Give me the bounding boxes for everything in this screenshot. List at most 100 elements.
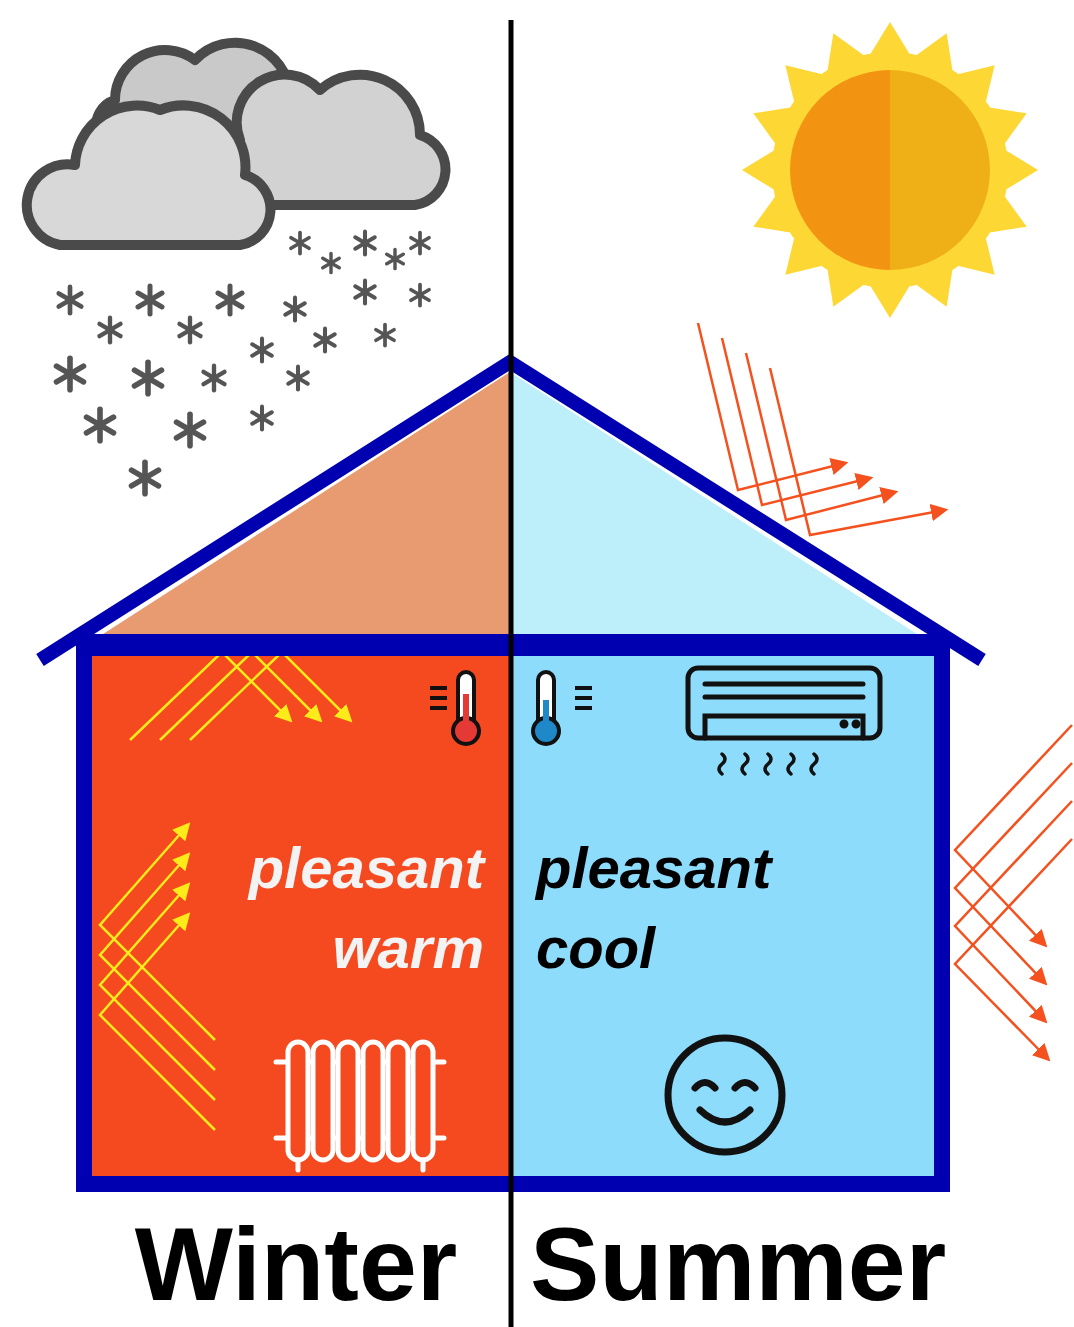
snowflakes	[177, 414, 204, 446]
smiley	[668, 1038, 782, 1152]
winter-half: pleasant warm	[92, 656, 502, 1176]
snowflakes	[285, 298, 305, 321]
sun	[1002, 148, 1038, 192]
comfort-label: pleasant cool	[536, 828, 816, 988]
house-fill	[100, 372, 510, 636]
thermometer-warm	[430, 696, 447, 700]
sun	[954, 234, 1011, 291]
radiator	[421, 1160, 426, 1170]
snowflakes	[411, 233, 429, 254]
air-conditioner	[705, 716, 863, 738]
season-label: Winter	[96, 1212, 496, 1316]
snowflakes	[180, 318, 201, 343]
heat-arrows	[100, 855, 215, 1070]
thermometer-warm	[430, 672, 479, 744]
sun-ray-arrows	[770, 368, 945, 535]
sun	[913, 265, 967, 315]
snowflakes	[315, 329, 335, 352]
radiator	[413, 1042, 433, 1160]
snowflakes	[387, 249, 404, 268]
sun	[790, 70, 890, 270]
radiator	[296, 1160, 301, 1170]
sun-ray-arrows	[955, 763, 1072, 983]
snowflakes	[291, 233, 309, 254]
sun	[890, 70, 990, 270]
snowflakes	[288, 367, 308, 390]
house-fill	[510, 372, 920, 636]
heat-arrows	[190, 652, 350, 740]
air-conditioner	[788, 754, 794, 774]
sun	[742, 148, 778, 192]
snow-clouds	[27, 43, 446, 245]
sun	[813, 265, 867, 315]
sun	[985, 193, 1035, 247]
radiator	[388, 1042, 408, 1160]
thermometer-cool	[533, 672, 592, 744]
snowflakes	[132, 462, 159, 494]
radiator	[338, 1042, 358, 1160]
season-label: Summer	[530, 1212, 934, 1316]
sun	[868, 282, 912, 318]
sun-ray-arrows	[955, 801, 1072, 1021]
season-divider	[509, 20, 514, 1327]
snowflakes	[252, 407, 272, 430]
air-conditioner	[765, 754, 771, 774]
radiator	[313, 1042, 333, 1160]
air-conditioner	[842, 722, 846, 726]
snowflakes	[355, 232, 375, 255]
thermometer-cool	[575, 706, 592, 710]
air-conditioner	[854, 722, 858, 726]
snowflakes	[323, 253, 340, 272]
smiley	[700, 1110, 750, 1122]
sun	[813, 25, 867, 75]
sun-ray-arrows	[698, 323, 845, 490]
sun	[745, 93, 795, 147]
thermometer-warm	[463, 694, 469, 728]
heat-arrows	[100, 915, 215, 1130]
snowflakes	[100, 318, 121, 343]
air-conditioner	[719, 754, 725, 774]
snowflakes	[376, 325, 394, 346]
snow-clouds	[27, 105, 271, 245]
radiator	[363, 1042, 383, 1160]
snowflakes	[355, 281, 375, 304]
sun	[985, 93, 1035, 147]
house-fill	[510, 640, 942, 1184]
snowflakes	[218, 286, 242, 314]
sun	[913, 25, 967, 75]
snowflakes	[204, 366, 225, 391]
thermometer-cool	[543, 700, 549, 728]
house-fill	[84, 640, 510, 1184]
radiator	[288, 1042, 308, 1160]
air-conditioner	[742, 754, 748, 774]
sun	[868, 22, 912, 58]
sun-ray-arrows	[955, 839, 1072, 1059]
sun	[770, 234, 827, 291]
sun-ray-arrows	[698, 323, 1072, 1059]
sun	[770, 50, 827, 107]
air-conditioner	[705, 695, 863, 700]
thermometer-warm	[430, 706, 447, 710]
smiley	[695, 1083, 715, 1089]
air-conditioner	[688, 668, 880, 774]
sun-ray-arrows	[746, 353, 895, 520]
snowflakes	[252, 339, 272, 362]
snowflakes	[59, 287, 82, 313]
heat-arrows	[100, 885, 215, 1100]
snowflakes	[87, 409, 114, 441]
heat-arrows	[100, 825, 215, 1040]
sun	[954, 50, 1011, 107]
smiley	[735, 1083, 755, 1089]
sun-ray-arrows	[955, 725, 1072, 945]
air-conditioner	[705, 682, 863, 687]
air-conditioner	[688, 668, 880, 738]
sun	[745, 193, 795, 247]
air-conditioner	[811, 754, 817, 774]
snowflakes	[138, 286, 162, 314]
radiator	[276, 1042, 444, 1170]
smiley	[668, 1038, 782, 1152]
thermometer-cool	[575, 696, 592, 700]
snowflakes	[411, 285, 429, 306]
snowflakes	[57, 358, 84, 390]
